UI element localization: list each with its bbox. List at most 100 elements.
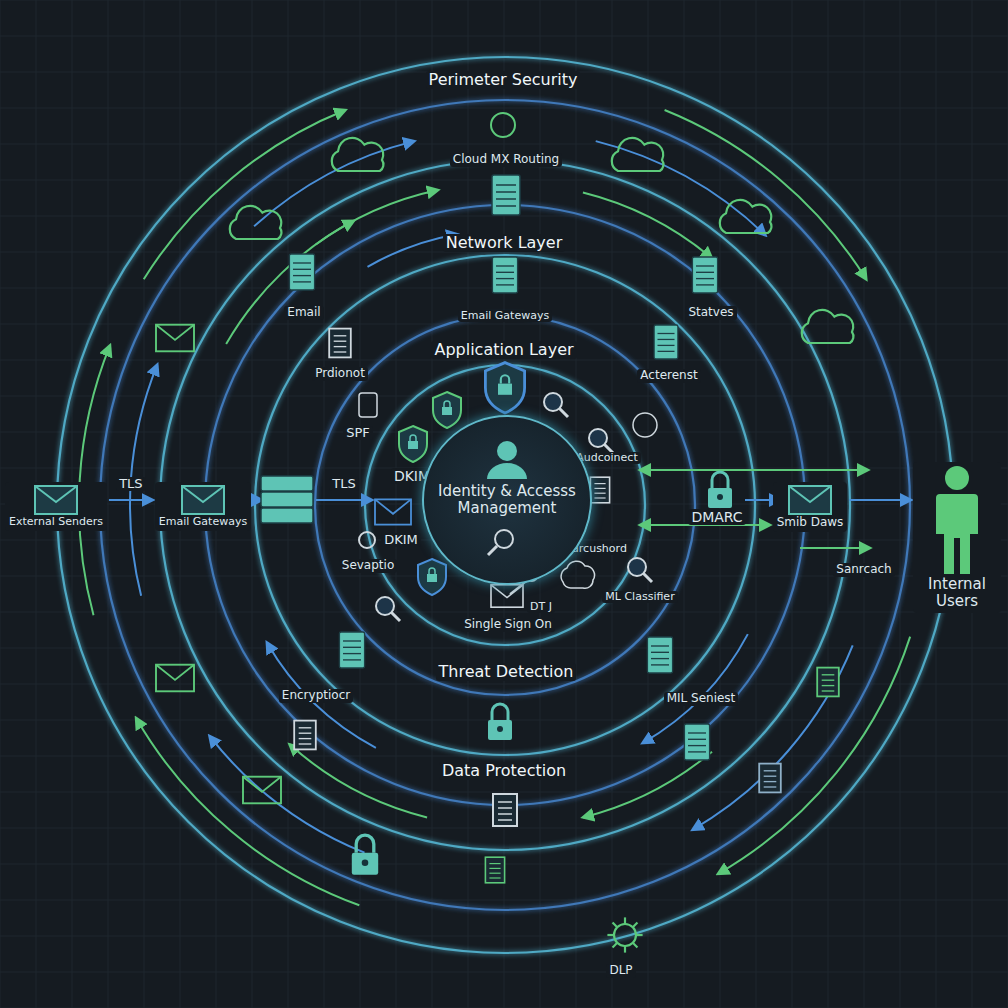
server-icon: [684, 724, 709, 760]
ring-label: Data Protection: [439, 762, 569, 780]
component-label: MIL Seniest: [664, 692, 739, 706]
envelope-icon: [156, 325, 194, 352]
server-icon: [647, 637, 672, 673]
lock-icon: [488, 704, 512, 740]
cloud-icon: [802, 310, 854, 343]
component-label: DLP: [606, 964, 635, 978]
cloud-icon: [720, 200, 772, 233]
magnifier-icon: [628, 558, 652, 582]
component-label: Acterenst: [637, 369, 700, 383]
flow-arc: [583, 193, 712, 259]
flow-arc: [144, 110, 346, 279]
server-icon: [289, 254, 314, 290]
protocol-label: TLS: [116, 477, 145, 492]
component-label: Prdionot: [312, 367, 368, 381]
flow-arc: [693, 645, 853, 829]
component-label: Email: [284, 306, 323, 320]
component-label: Single Sign On: [461, 618, 555, 632]
document-icon: [485, 857, 504, 883]
envelope-icon: [375, 499, 411, 524]
icons: [156, 113, 853, 953]
ring: [205, 205, 805, 805]
lock-icon: [708, 472, 732, 508]
envelope-icon: [243, 777, 281, 804]
flow-arc: [583, 752, 712, 818]
document-icon: [759, 764, 781, 793]
flow-arc: [316, 190, 438, 244]
server-icon: [492, 175, 520, 215]
component-label: Sevaptio: [339, 559, 397, 573]
flow-arc: [290, 744, 428, 817]
server-icon: [492, 257, 517, 293]
envelope-icon: [787, 484, 833, 516]
gateway-node: Email Gateways: [155, 482, 251, 531]
cloud-icon: [612, 138, 664, 171]
sender-node: External Senders: [5, 482, 107, 531]
node-label: Email Gateways: [159, 516, 247, 529]
shield-icon: [485, 363, 524, 413]
flow-arrows: [79, 110, 910, 905]
gear-icon: [359, 532, 375, 548]
component-label: Encryptiocr: [279, 689, 353, 703]
flow-arc: [136, 718, 359, 905]
document-icon: [493, 794, 517, 826]
flow-arc: [665, 110, 867, 279]
device-icon: [359, 393, 377, 417]
magnifier-icon: [544, 393, 568, 417]
ring: [100, 100, 910, 910]
document-icon: [590, 477, 609, 503]
component-label: DMARC: [688, 509, 745, 525]
node-label: Internal Users: [917, 576, 997, 611]
component-label: Statves: [685, 306, 736, 320]
magnifier-icon: [589, 429, 613, 453]
security-rings: [57, 57, 953, 953]
component-label: DKIM: [381, 533, 421, 548]
shield-icon: [399, 426, 427, 462]
ring-label: Application Layer: [431, 341, 576, 359]
iam-core-circle: Identity & Accesss Management: [422, 415, 592, 585]
flow-arc: [79, 345, 110, 615]
document-icon: [329, 329, 351, 358]
dlp-virus-icon: [607, 917, 642, 952]
mailbox-node: Smib Daws: [773, 482, 848, 532]
magnifier-icon: [376, 597, 400, 621]
ring-label: Threat Detection: [436, 663, 577, 681]
flow-arrow: [316, 499, 372, 501]
users-node: Internal Users: [913, 462, 1001, 613]
server-icon: [654, 325, 678, 359]
person-icon: [932, 464, 982, 576]
component-label: Cloud MX Routing: [450, 153, 563, 167]
ml-brain-icon: [561, 561, 594, 588]
component-label: ML Classifier: [602, 591, 677, 604]
ring: [57, 57, 953, 953]
component-label: DT J: [527, 601, 555, 614]
component-label: Sanrcach: [833, 563, 894, 577]
shield-icon: [433, 392, 461, 428]
node-label: Identity & Accesss Management: [432, 483, 582, 518]
flow-connector: [849, 499, 911, 501]
flow-arrow: [800, 547, 870, 549]
server-stack-icon: [261, 476, 313, 523]
node-label: External Senders: [9, 516, 103, 529]
lock-icon: [352, 835, 378, 875]
ring-label: Network Layer: [443, 234, 566, 252]
flow-arc: [596, 141, 766, 235]
document-icon: [817, 668, 839, 697]
flow-connector: [109, 499, 153, 501]
ring: [160, 160, 850, 850]
component-label: SPF: [343, 426, 373, 441]
server-icon: [339, 632, 364, 668]
envelope-icon: [33, 484, 79, 516]
envelope-icon: [180, 484, 226, 516]
tool-icon: [633, 413, 657, 437]
server-icon: [692, 257, 717, 293]
envelope-icon: [156, 665, 194, 692]
ring-label: Perimeter Security: [426, 71, 581, 89]
flow-arrow: [640, 469, 868, 471]
perimeter-icon: [491, 113, 515, 137]
shield-icon: [418, 559, 446, 595]
document-icon: [294, 721, 316, 750]
flow-arc: [209, 736, 364, 853]
component-label: Email Gateways: [458, 310, 552, 323]
